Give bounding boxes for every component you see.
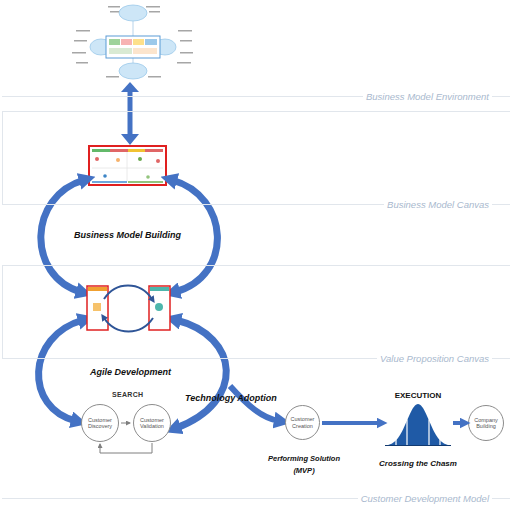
canvas-cell — [121, 39, 132, 45]
tiny-text-mark — [148, 76, 161, 78]
canvas-strip — [110, 149, 128, 152]
canvas-strip — [128, 149, 145, 152]
branch-arrow — [230, 386, 279, 421]
stage-name: Customer Validation — [138, 417, 166, 430]
tiny-text-mark — [74, 40, 87, 42]
vp-panel — [87, 286, 108, 330]
diagram-label: Agile Development — [90, 367, 171, 378]
section-label: Value Proposition Canvas — [377, 353, 492, 365]
tiny-text-mark — [106, 76, 119, 78]
section-band: Business Model Canvas — [2, 111, 510, 205]
diagram-label: Business Model Building — [74, 230, 181, 241]
vp-header — [150, 287, 169, 291]
canvas-icon — [156, 159, 160, 163]
tiny-text-mark — [180, 52, 193, 54]
arrowhead — [121, 82, 139, 92]
cloud-shape — [119, 5, 147, 21]
section-label: Business Model Canvas — [384, 199, 492, 211]
flow-connector — [453, 421, 465, 425]
canvas-icon — [95, 157, 99, 161]
stage-name: Company Building — [473, 417, 500, 430]
leader-line — [133, 20, 134, 36]
section-band: Business Model Environment — [2, 0, 510, 97]
flow-connector — [322, 421, 382, 425]
value-proposition-illustration — [87, 286, 170, 332]
segment-divider — [395, 439, 396, 446]
canvas-strip — [92, 181, 127, 183]
canvas-icon — [138, 157, 142, 161]
canvas-cell — [109, 39, 120, 45]
environment-illustration — [72, 5, 193, 79]
canvas-cell — [133, 39, 144, 45]
segment-divider — [439, 439, 440, 446]
tiny-text-mark — [146, 6, 160, 8]
cycle-arrow — [104, 286, 152, 300]
canvas-grid-line — [92, 168, 163, 169]
tiny-text-mark — [76, 62, 88, 64]
canvas-strip — [128, 181, 163, 183]
bell-curve-stage: EXECUTIONCrossing the Chasm — [385, 402, 451, 446]
flow-connector — [121, 423, 130, 424]
bell-area — [385, 404, 451, 446]
canvas-frame — [89, 146, 166, 185]
stage-circle: Customer Discovery — [81, 404, 119, 442]
canvas-strip — [92, 149, 110, 152]
loop-arrow — [176, 320, 226, 428]
tiny-text-mark — [180, 40, 192, 42]
tiny-text-mark — [108, 6, 120, 8]
tiny-text-mark — [76, 30, 90, 32]
flow-connector — [100, 443, 152, 453]
canvas-illustration — [89, 146, 166, 185]
vp-icon — [155, 303, 163, 311]
section-band: Value Proposition Canvas — [2, 265, 510, 359]
diagram-label: SEARCH — [112, 389, 143, 400]
tiny-text-mark — [149, 11, 160, 13]
stage-heading: EXECUTION — [371, 391, 465, 401]
tiny-text-mark — [178, 30, 192, 32]
stage-circle: Customer Validation — [133, 404, 171, 442]
canvas-icon — [146, 175, 150, 179]
stage-circle: Company Building — [468, 405, 504, 441]
cloud-shape — [119, 63, 147, 79]
stage-caption: Performing Solution (MVP) — [263, 453, 345, 477]
section-label: Business Model Environment — [363, 91, 492, 103]
stage-name: Customer Creation — [290, 416, 316, 429]
segment-divider — [406, 420, 407, 446]
tiny-text-mark — [177, 62, 191, 64]
canvas-grid-line — [127, 152, 128, 182]
stage-circle: Customer CreationPerforming Solution (MV… — [285, 405, 320, 440]
stage-name: Customer Discovery — [86, 417, 114, 430]
canvas-strip — [145, 149, 163, 152]
cycle-arrow — [104, 318, 153, 332]
vp-header — [88, 287, 107, 291]
segment-divider — [428, 420, 429, 446]
tiny-text-mark — [72, 52, 86, 54]
vp-icon — [93, 303, 101, 311]
bell-curve — [385, 402, 451, 446]
section-label: Customer Development Model — [358, 493, 492, 505]
diagram-label: Technology Adoption — [185, 393, 277, 404]
canvas-icon — [103, 174, 107, 178]
canvas-cell — [133, 48, 157, 54]
canvas-icon — [116, 158, 120, 162]
arrowhead — [121, 134, 139, 145]
axis-line — [385, 445, 451, 446]
canvas-cell — [145, 39, 157, 45]
tiny-text-mark — [110, 11, 119, 13]
vp-panel — [149, 286, 170, 330]
stage-caption: Crossing the Chasm — [371, 458, 465, 469]
canvas-cell — [109, 48, 132, 54]
tiny-text-marks — [72, 6, 193, 78]
mini-canvas — [106, 36, 160, 58]
loop-arrow — [39, 320, 83, 421]
